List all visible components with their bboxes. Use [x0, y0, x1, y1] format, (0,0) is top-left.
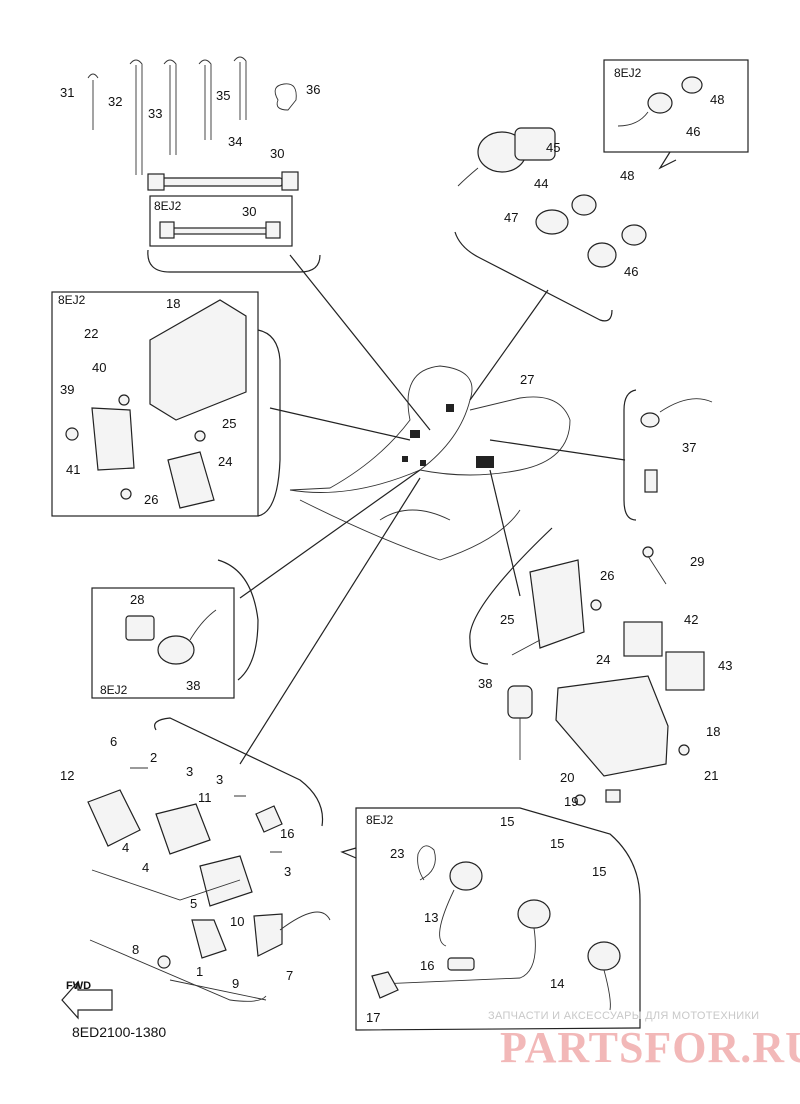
label-15a: 15: [500, 814, 514, 829]
label-15b: 15: [550, 836, 564, 851]
label-12: 12: [60, 768, 74, 783]
label-47: 47: [504, 210, 518, 225]
tag-8ej2-coils: 8EJ2: [366, 813, 394, 827]
label-28: 28: [130, 592, 144, 607]
diagram-code: 8ED2100-1380: [72, 1024, 167, 1040]
label-25a: 25: [222, 416, 236, 431]
label-22: 22: [84, 326, 98, 341]
label-48a: 48: [710, 92, 724, 107]
label-48b: 48: [620, 168, 634, 183]
group-condenser: [91, 559, 259, 699]
group-ecu-left: [51, 291, 281, 517]
fwd-arrow: [61, 980, 113, 1020]
label-5: 5: [190, 896, 197, 911]
tag-8ej2-switch: 8EJ2: [614, 66, 642, 80]
label-46a: 46: [686, 124, 700, 139]
label-15c: 15: [592, 864, 606, 879]
fwd-label: FWD: [66, 980, 92, 992]
label-18a: 18: [166, 296, 180, 311]
label-13: 13: [424, 910, 438, 925]
label-43: 43: [718, 658, 732, 673]
watermark-brand: PARTSFOR.RU: [500, 1023, 800, 1072]
label-10: 10: [230, 914, 244, 929]
label-11: 11: [198, 790, 212, 805]
label-37: 37: [682, 440, 696, 455]
label-9: 9: [232, 976, 239, 991]
label-31: 31: [60, 85, 74, 100]
label-30b: 30: [242, 204, 256, 219]
label-18b: 18: [706, 724, 720, 739]
label-36: 36: [306, 82, 320, 97]
label-39: 39: [60, 382, 74, 397]
label-16a: 16: [280, 826, 294, 841]
label-3b: 3: [216, 772, 223, 787]
label-33: 33: [148, 106, 162, 121]
label-20: 20: [560, 770, 574, 785]
label-26b: 26: [600, 568, 614, 583]
label-4b: 4: [142, 860, 149, 875]
label-44: 44: [534, 176, 548, 191]
label-17: 17: [366, 1010, 380, 1025]
label-23: 23: [390, 846, 404, 861]
label-21: 21: [704, 768, 718, 783]
label-27: 27: [520, 372, 534, 387]
leader-lines: [239, 254, 626, 765]
label-3c: 3: [284, 864, 291, 879]
tag-8ej2-30: 8EJ2: [154, 199, 182, 213]
label-38a: 38: [186, 678, 200, 693]
label-40: 40: [92, 360, 106, 375]
group-tie-straps: [87, 56, 321, 273]
part-labels: 31 32 33 34 35 36 30 8EJ2 30 8EJ2 48 46 …: [58, 66, 732, 1025]
group-coils-8ej2: [340, 807, 641, 1031]
label-4a: 4: [122, 840, 129, 855]
label-26a: 26: [144, 492, 158, 507]
label-14: 14: [550, 976, 564, 991]
label-34: 34: [228, 134, 242, 149]
label-42: 42: [684, 612, 698, 627]
label-16b: 16: [420, 958, 434, 973]
label-1: 1: [196, 964, 203, 979]
label-7: 7: [286, 968, 293, 983]
snowmobile-outline: [289, 365, 571, 561]
label-3a: 3: [186, 764, 193, 779]
group-ignition-switch: [454, 59, 749, 322]
label-24b: 24: [596, 652, 610, 667]
label-32: 32: [108, 94, 122, 109]
watermark-tagline: ЗАПЧАСТИ И АКСЕССУАРЫ ДЛЯ МОТОТЕХНИКИ: [488, 1010, 760, 1022]
label-24a: 24: [218, 454, 232, 469]
label-6: 6: [110, 734, 117, 749]
tag-8ej2-ecu: 8EJ2: [58, 293, 86, 307]
label-29: 29: [690, 554, 704, 569]
label-19: 19: [564, 794, 578, 809]
label-45: 45: [546, 140, 560, 155]
label-35: 35: [216, 88, 230, 103]
tag-8ej2-condenser: 8EJ2: [100, 683, 128, 697]
label-38b: 38: [478, 676, 492, 691]
label-8: 8: [132, 942, 139, 957]
label-2: 2: [150, 750, 157, 765]
label-30a: 30: [270, 146, 284, 161]
group-regulator-cdi: [469, 527, 705, 806]
group-connector-37: [623, 389, 713, 521]
label-41: 41: [66, 462, 80, 477]
label-46b: 46: [624, 264, 638, 279]
group-ignition-coils: [87, 717, 331, 1002]
label-25b: 25: [500, 612, 514, 627]
